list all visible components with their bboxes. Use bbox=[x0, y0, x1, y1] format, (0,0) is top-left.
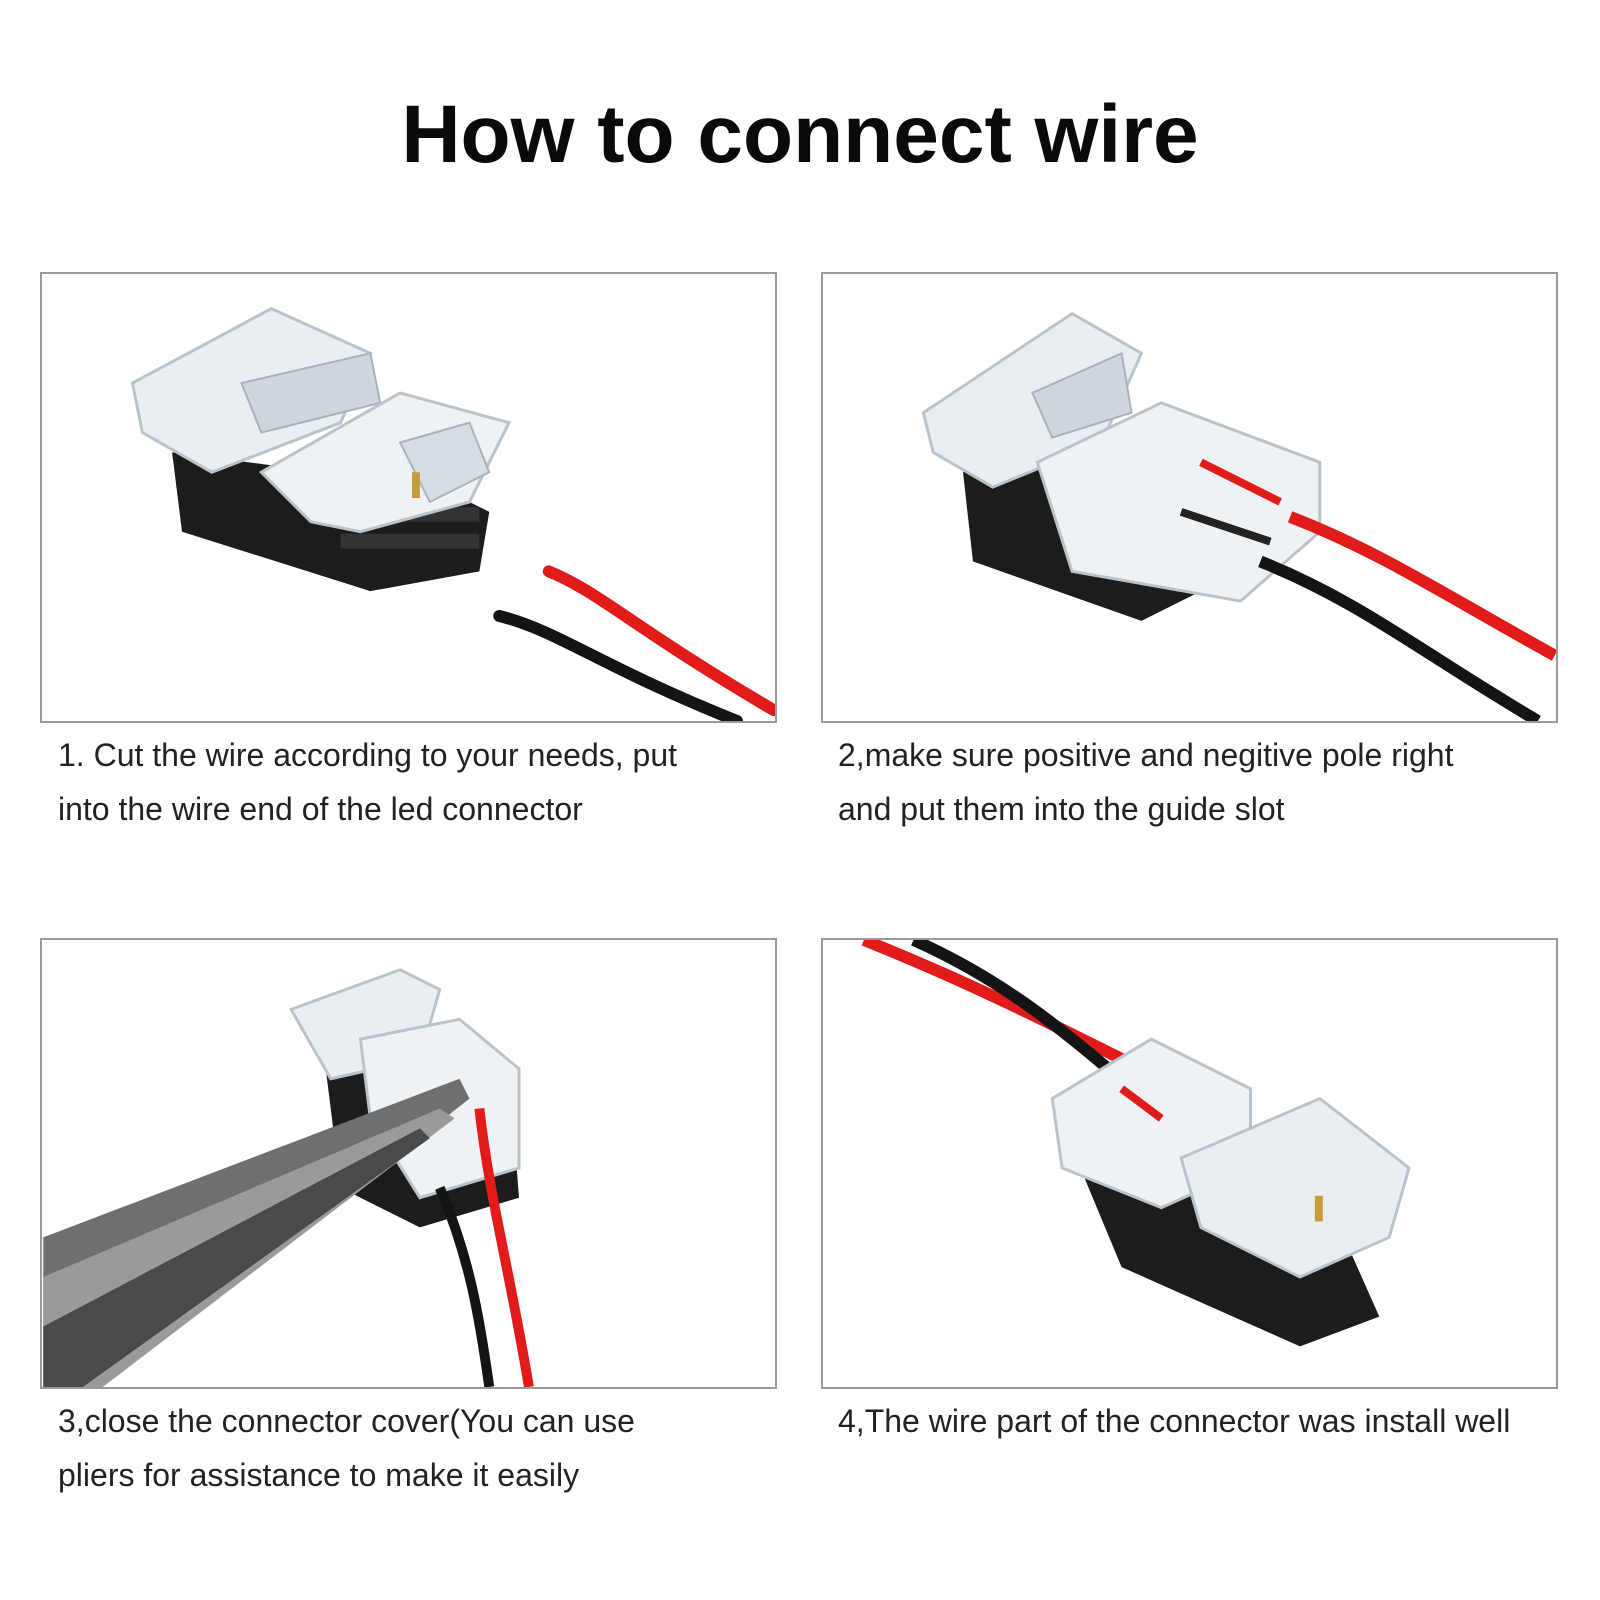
step-2-caption: 2,make sure positive and negitive pole r… bbox=[838, 728, 1453, 836]
connector-open-illustration bbox=[130, 307, 775, 721]
caption-line: pliers for assistance to make it easily bbox=[58, 1457, 580, 1493]
caption-line: 1. Cut the wire according to your needs,… bbox=[58, 737, 678, 773]
connector-wires-inserted-illustration bbox=[921, 311, 1556, 721]
step-1-photo bbox=[40, 272, 777, 723]
caption-line: into the wire end of the led connector bbox=[58, 791, 583, 827]
step-2-photo bbox=[821, 272, 1558, 723]
step-4-caption: 4,The wire part of the connector was ins… bbox=[838, 1394, 1510, 1448]
caption-line: 2,make sure positive and negitive pole r… bbox=[838, 737, 1454, 773]
caption-line: 3,close the connector cover(You can use bbox=[58, 1403, 635, 1439]
step-3-caption: 3,close the connector cover(You can use … bbox=[58, 1394, 635, 1502]
pliers-closing-cover-illustration bbox=[43, 968, 534, 1387]
step-4-photo bbox=[821, 938, 1558, 1389]
page-title: How to connect wire bbox=[401, 89, 1199, 180]
caption-line: and put them into the guide slot bbox=[838, 791, 1285, 827]
connector-installed-illustration bbox=[861, 940, 1411, 1347]
step-3-photo bbox=[40, 938, 777, 1389]
caption-line: 4,The wire part of the connector was ins… bbox=[838, 1403, 1511, 1439]
step-1-caption: 1. Cut the wire according to your needs,… bbox=[58, 728, 677, 836]
